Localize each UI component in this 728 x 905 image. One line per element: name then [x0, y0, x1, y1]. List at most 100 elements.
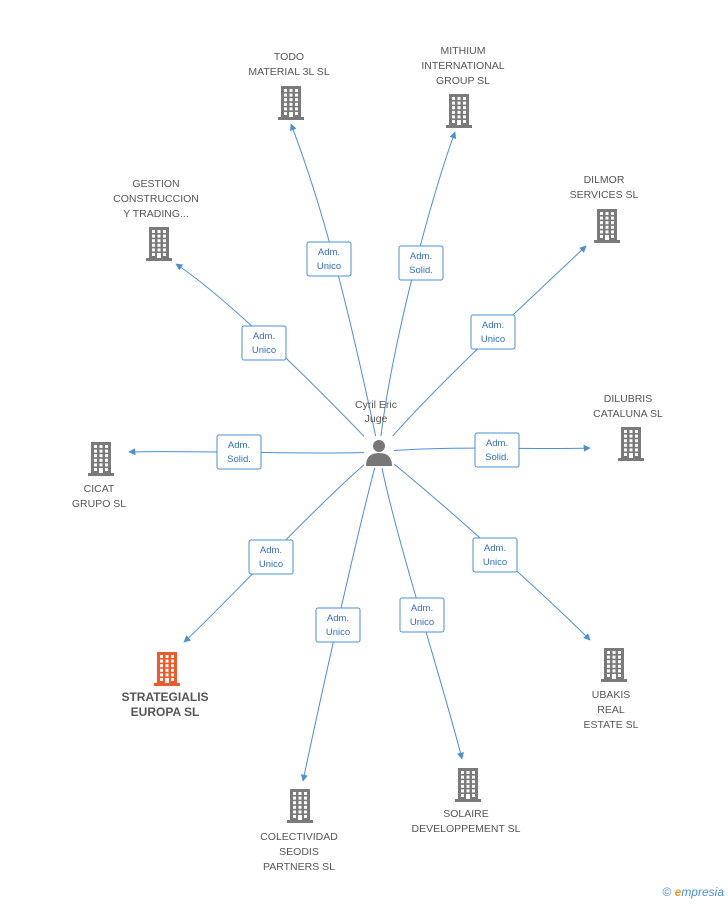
building-icon-window: [600, 216, 603, 220]
building-icon-window: [461, 784, 464, 788]
role-label-line: Adm.: [253, 331, 275, 342]
role-box-ubakis[interactable]: Adm.Unico: [472, 537, 518, 573]
building-icon-window: [160, 664, 163, 668]
role-label: Adm.Unico: [483, 543, 507, 568]
building-icon[interactable]: [594, 209, 620, 243]
building-icon[interactable]: [154, 652, 180, 686]
building-icon-window: [165, 659, 169, 663]
company-label-line: MATERIAL 3L SL: [248, 66, 329, 78]
building-icon[interactable]: [446, 94, 472, 128]
building-icon-window: [160, 673, 163, 677]
role-box-mithium[interactable]: Adm.Solid.: [398, 245, 444, 281]
building-icon-window: [165, 668, 169, 672]
building-icon-window: [629, 448, 633, 452]
role-label: Adm. Unico: [259, 545, 283, 570]
building-icon-window: [611, 235, 614, 238]
building-icon[interactable]: [278, 86, 304, 120]
building-icon-window: [94, 458, 97, 462]
building-icon-window: [600, 235, 603, 238]
building-icon-window: [463, 110, 466, 114]
role-box-todo[interactable]: Adm.Unico: [306, 241, 352, 277]
role-box-dilmor[interactable]: Adm.Unico: [470, 314, 516, 350]
building-icon-base: [601, 679, 627, 682]
building-icon-window: [304, 805, 307, 809]
building-icon-window: [457, 101, 461, 105]
building-icon-window: [94, 463, 97, 467]
role-box-solaire[interactable]: Adm.Unico: [399, 597, 445, 633]
building-icon-window: [295, 93, 298, 97]
building-icon-window: [618, 664, 621, 668]
building-icon-window: [293, 810, 296, 814]
company-label-line: TODO: [274, 51, 304, 63]
role-label-line: Adm.: [318, 247, 340, 258]
building-icon-window: [157, 243, 161, 247]
building-icon-window: [165, 655, 169, 658]
building-icon[interactable]: [287, 789, 313, 823]
role-box-dilubris[interactable]: Adm.Solid.: [474, 432, 520, 468]
role-box-cicat[interactable]: Adm.Solid.: [216, 434, 262, 470]
building-icon-window: [466, 771, 470, 774]
building-icon-window: [165, 673, 169, 677]
building-icon-window: [171, 668, 174, 672]
building-icon[interactable]: [146, 227, 172, 261]
person-icon[interactable]: [364, 436, 394, 468]
building-icon-door: [99, 468, 103, 473]
role-label: Adm.Unico: [326, 613, 350, 638]
company-label-line: SOLAIRE: [443, 808, 489, 820]
building-icon-window: [298, 805, 302, 809]
role-label-line: Adm.: [260, 545, 282, 556]
role-label-line: Adm.: [482, 320, 504, 331]
building-icon[interactable]: [618, 427, 644, 461]
copyright-icon: ©: [662, 885, 672, 899]
building-icon-window: [635, 453, 638, 456]
building-icon-base: [446, 125, 472, 128]
building-icon-door: [466, 794, 470, 799]
building-icon[interactable]: [455, 768, 481, 802]
building-icon-door: [457, 120, 461, 125]
building-icon[interactable]: [601, 648, 627, 682]
role-box-gestion[interactable]: Adm.Unico: [241, 325, 287, 361]
building-icon-door: [629, 453, 633, 458]
building-icon-window: [600, 221, 603, 225]
building-icon-window: [611, 221, 614, 225]
building-icon-window: [152, 239, 155, 243]
building-icon-window: [605, 212, 609, 215]
building-icon-window: [605, 221, 609, 225]
building-icon-base: [618, 458, 644, 461]
building-icon-window: [472, 789, 475, 793]
building-icon-window: [607, 655, 610, 659]
building-icon-window: [472, 794, 475, 797]
building-icon-window: [163, 234, 166, 238]
building-icon-door: [289, 112, 293, 117]
building-icon-base: [455, 799, 481, 802]
role-box-strategialis[interactable]: Adm. Unico: [248, 539, 294, 575]
building-icon-window: [99, 463, 103, 467]
role-box-colectividad[interactable]: Adm.Unico: [315, 607, 361, 643]
company-label-line: GESTION: [132, 178, 179, 190]
company-label-todo[interactable]: TODO MATERIAL 3L SL: [248, 51, 329, 78]
building-icon-window: [171, 673, 174, 677]
building-icon-window: [289, 102, 293, 106]
role-label-line: Adm.: [411, 603, 433, 614]
building-icon[interactable]: [88, 442, 114, 476]
building-icon-window: [304, 801, 307, 805]
building-icon-window: [605, 230, 609, 234]
building-icon-window: [304, 810, 307, 814]
building-icon-window: [157, 230, 161, 233]
building-icon-window: [171, 659, 174, 663]
building-icon-window: [304, 796, 307, 800]
building-icon-window: [463, 106, 466, 110]
role-label-line: Adm.: [484, 543, 506, 554]
company-label-line: COLECTIVIDAD: [260, 831, 338, 843]
role-label-line: Unico: [259, 559, 283, 570]
